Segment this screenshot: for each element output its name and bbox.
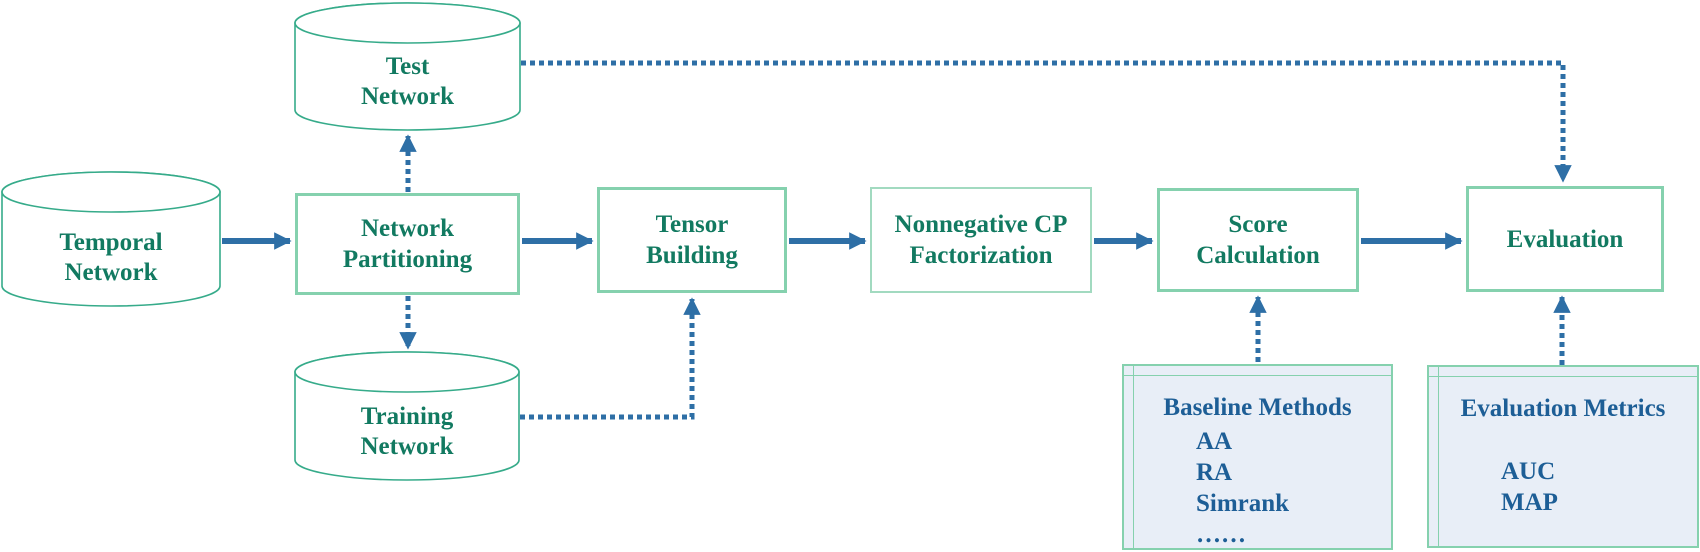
metrics-panel-inner-left-line — [1438, 367, 1439, 546]
test-network-label-line1: Test — [385, 53, 430, 80]
tensor-building-label-line2: Building — [646, 242, 738, 269]
nonnegative-cp-factorization-box: Nonnegative CP Factorization — [870, 187, 1092, 293]
evaluation-metrics-list: AUC MAP — [1501, 456, 1697, 518]
training-network-cylinder-top — [294, 351, 520, 393]
test-network-label: Test Network — [295, 52, 520, 112]
tensor-building-box: Tensor Building — [597, 187, 787, 293]
score-calculation-box: Score Calculation — [1157, 188, 1359, 292]
score-calculation-label: Score Calculation — [1196, 209, 1320, 271]
training-network-label-line2: Network — [360, 433, 454, 460]
nonnegative-cp-factorization-label: Nonnegative CP Factorization — [895, 209, 1068, 271]
evaluation-box: Evaluation — [1466, 186, 1664, 292]
test-network-cylinder-top — [294, 2, 521, 44]
dotted-arrow-test-to-evaluation — [521, 60, 1572, 183]
baseline-methods-list: AA RA Simrank …… — [1196, 426, 1391, 550]
evaluation-metrics-panel: Evaluation Metrics AUC MAP — [1427, 365, 1699, 548]
score-calculation-label-line1: Score — [1228, 211, 1288, 238]
temporal-network-cylinder-top — [1, 171, 221, 213]
baseline-panel-inner-top-line — [1124, 375, 1391, 376]
baseline-panel-inner-left-line — [1133, 366, 1134, 548]
network-partitioning-label-line1: Network — [360, 215, 454, 242]
temporal-network-label-line1: Temporal — [59, 229, 163, 256]
test-network-label-line2: Network — [360, 83, 455, 110]
nonnegative-cp-label-line2: Factorization — [909, 242, 1053, 269]
baseline-method-item: RA — [1196, 459, 1233, 486]
training-network-label: Training Network — [295, 402, 519, 462]
evaluation-label: Evaluation — [1506, 225, 1624, 253]
baseline-method-item: AA — [1196, 428, 1233, 455]
evaluation-metrics-title: Evaluation Metrics — [1460, 395, 1666, 422]
score-calculation-label-line2: Calculation — [1196, 242, 1320, 269]
tensor-building-label: Tensor Building — [646, 209, 738, 271]
baseline-method-item: …… — [1196, 521, 1246, 548]
baseline-method-item: Simrank — [1196, 490, 1290, 517]
evaluation-metric-item: MAP — [1501, 489, 1558, 516]
temporal-network-label: Temporal Network — [2, 228, 220, 288]
tensor-building-label-line1: Tensor — [655, 211, 729, 238]
dotted-arrow-training-to-tensor — [520, 297, 701, 420]
baseline-methods-title: Baseline Methods — [1163, 394, 1352, 421]
training-network-label-line1: Training — [360, 403, 454, 430]
network-partitioning-label: Network Partitioning — [343, 213, 472, 275]
temporal-network-label-line2: Network — [64, 259, 158, 286]
metrics-panel-inner-top-line — [1429, 376, 1697, 377]
network-partitioning-box: Network Partitioning — [295, 193, 520, 295]
baseline-methods-panel: Baseline Methods AA RA Simrank …… — [1122, 364, 1393, 550]
evaluation-metric-item: AUC — [1501, 458, 1556, 485]
nonnegative-cp-label-line1: Nonnegative CP — [894, 211, 1068, 238]
network-partitioning-label-line2: Partitioning — [342, 246, 473, 273]
